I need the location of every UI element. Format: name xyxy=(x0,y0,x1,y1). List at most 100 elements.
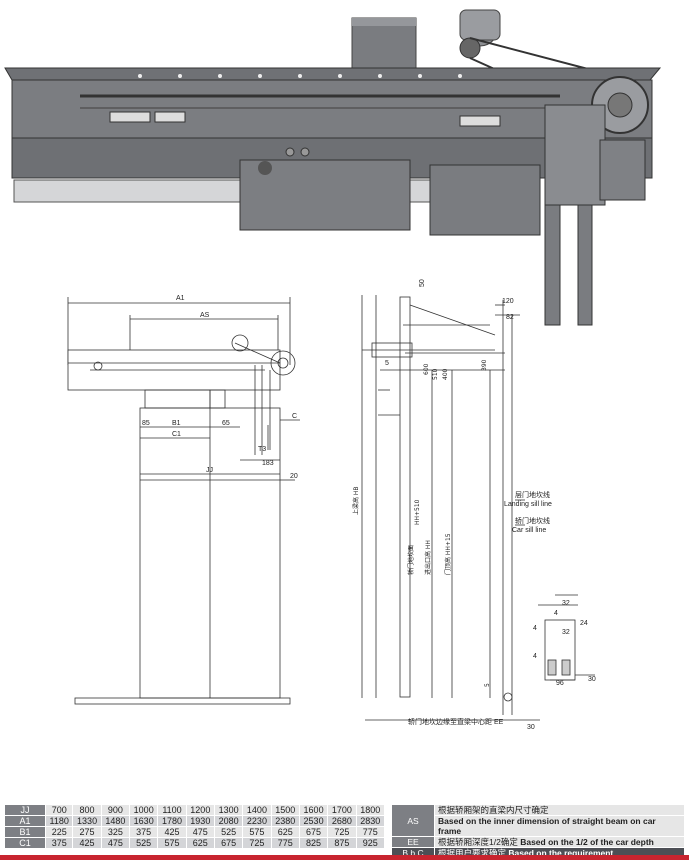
dimension-table: JJ 700 800 900 1000 1100 1200 1300 1400 … xyxy=(4,804,386,849)
landing-sill-en: Landing sill line xyxy=(504,501,552,508)
technical-drawing: A1 AS 85 B1 65 C C1 T3 183 JJ 20 50 120 … xyxy=(67,279,596,731)
cell: 425 xyxy=(72,837,102,849)
dim-5b: 5 xyxy=(484,683,491,687)
detail-30: 30 xyxy=(588,676,596,683)
cell: 700 xyxy=(44,804,74,816)
cell: 575 xyxy=(242,826,272,838)
dim-b1: B1 xyxy=(172,420,181,427)
cell: 1700 xyxy=(327,804,357,816)
cell: 1630 xyxy=(129,815,159,827)
cell: 775 xyxy=(270,837,300,849)
cell: 2830 xyxy=(355,815,386,827)
cell: 325 xyxy=(100,826,131,838)
cell: 2680 xyxy=(327,815,357,827)
detail-32b: 32 xyxy=(562,629,570,636)
detail-4b: 4 xyxy=(533,625,537,632)
dim-120: 120 xyxy=(502,298,514,305)
cell: 1400 xyxy=(242,804,272,816)
cell: 625 xyxy=(270,826,300,838)
cell: 2530 xyxy=(298,815,329,827)
dim-hh510: HH+510 xyxy=(414,499,421,525)
cell: 775 xyxy=(355,826,386,838)
cell: 225 xyxy=(44,826,74,838)
cell: 1200 xyxy=(185,804,215,816)
note-ee: 根据轿厢深度1/2确定 Based on the 1/2 of the car … xyxy=(434,836,685,848)
detail-24: 24 xyxy=(580,620,588,627)
row-key: A1 xyxy=(4,815,46,827)
dim-as: AS xyxy=(200,312,210,319)
cell: 575 xyxy=(157,837,187,849)
cell: 425 xyxy=(157,826,187,838)
cell: 2230 xyxy=(242,815,272,827)
cell: 675 xyxy=(213,837,244,849)
dim-20: 20 xyxy=(290,473,298,480)
cell: 525 xyxy=(213,826,244,838)
dim-c1: C1 xyxy=(172,431,181,438)
cell: 825 xyxy=(298,837,329,849)
landing-sill-cn: 层门地坎线 xyxy=(515,490,550,499)
dim-jj: JJ xyxy=(206,467,213,474)
note-key-as: AS xyxy=(391,804,435,837)
accent-bar xyxy=(0,855,689,860)
cell: 1800 xyxy=(355,804,386,816)
cell: 525 xyxy=(129,837,159,849)
dim-hh-open: 进出口高 HH xyxy=(424,540,432,575)
notes-table: AS 根据轿厢架的直梁内尺寸确定 Based on the inner dime… xyxy=(391,804,685,859)
table-row-b1: B1 225 275 325 375 425 475 525 575 625 6… xyxy=(4,826,386,838)
dim-85: 85 xyxy=(142,420,150,427)
dim-183: 183 xyxy=(262,460,274,467)
note-row-as-en: Based on the inner dimension of straight… xyxy=(392,815,685,837)
detail-96: 96 xyxy=(556,680,564,687)
cell: 2080 xyxy=(213,815,244,827)
cell: 1180 xyxy=(44,815,74,827)
cell: 925 xyxy=(355,837,386,849)
cell: 475 xyxy=(185,826,215,838)
note-ee-cn: 根据轿厢深度1/2确定 xyxy=(438,837,518,847)
cell: 1930 xyxy=(185,815,215,827)
dim-65: 65 xyxy=(222,420,230,427)
dim-t3: T3 xyxy=(258,446,266,453)
cell: 1500 xyxy=(270,804,300,816)
car-sill-en: Car sill line xyxy=(512,527,546,534)
note-ee-en: Based on the 1/2 of the car depth xyxy=(520,837,654,847)
dim-c: C xyxy=(292,413,297,420)
cell: 2380 xyxy=(270,815,300,827)
cell: 375 xyxy=(44,837,74,849)
note-as-en: Based on the inner dimension of straight… xyxy=(434,815,685,837)
note-bbc-cn: 根据用户要求确定 xyxy=(438,848,507,858)
door-operator-photo xyxy=(4,9,662,326)
cell: 275 xyxy=(72,826,102,838)
row-key: B1 xyxy=(4,826,46,838)
cell: 475 xyxy=(100,837,131,849)
cell: 1480 xyxy=(100,815,131,827)
cell: 725 xyxy=(242,837,272,849)
note-row-ee: EE 根据轿厢深度1/2确定 Based on the 1/2 of the c… xyxy=(391,836,685,848)
detail-4c: 4 xyxy=(533,653,537,660)
car-sill-cn: 轿门地坎线 xyxy=(515,516,550,525)
dim-hh-door: 门顶高 HH+15 xyxy=(444,533,452,575)
detail-32a: 32 xyxy=(562,600,570,607)
detail-4a: 4 xyxy=(554,610,558,617)
cell: 625 xyxy=(185,837,215,849)
cell: 725 xyxy=(327,826,357,838)
dim-50: 50 xyxy=(419,279,426,287)
dim-car-sill-dist: 轿门地坎面 xyxy=(407,545,415,575)
cell: 1000 xyxy=(129,804,159,816)
cell: 1780 xyxy=(157,815,187,827)
dim-600: 600 xyxy=(423,363,430,375)
dim-a1: A1 xyxy=(176,295,185,302)
dim-400: 400 xyxy=(442,368,449,380)
row-key: JJ xyxy=(4,804,46,816)
cell: 1300 xyxy=(213,804,244,816)
dim-bottom-ee: 轿门地坎边缘至直梁中心距 EE xyxy=(408,717,504,726)
note-bbc-en: Based on the requirement xyxy=(508,848,614,858)
note-key-ee: EE xyxy=(391,836,435,848)
dim-510: 510 xyxy=(432,368,439,380)
note-as-cn: 根据轿厢架的直梁内尺寸确定 xyxy=(434,804,685,816)
row-key: C1 xyxy=(4,837,46,849)
cell: 800 xyxy=(72,804,102,816)
dim-hb: 上梁高 HB xyxy=(352,486,360,515)
cell: 375 xyxy=(129,826,159,838)
table-row-c1: C1 375 425 475 525 575 625 675 725 775 8… xyxy=(4,837,386,849)
cell: 675 xyxy=(298,826,329,838)
